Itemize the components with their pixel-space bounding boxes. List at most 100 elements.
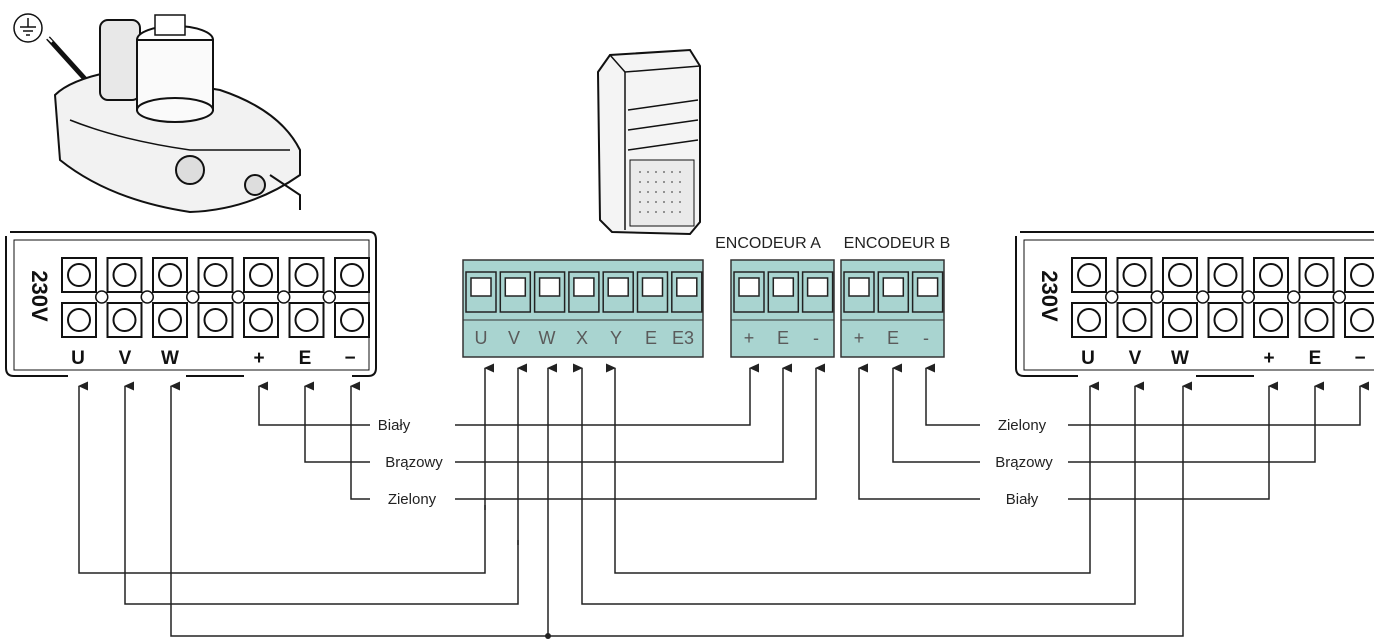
bridge-hole: [1105, 290, 1119, 304]
encoder-b-e: E: [887, 328, 899, 348]
encoder-a-strip: ENCODEUR A + E -: [715, 235, 835, 358]
screw-head: [294, 308, 319, 332]
screw-head: [67, 263, 91, 287]
board-terminal-u: U: [475, 328, 488, 348]
bridge-hole: [1332, 290, 1346, 304]
screw-head: [203, 308, 228, 332]
board-terminal-v: V: [508, 328, 520, 348]
board-terminal-x: X: [576, 328, 588, 348]
wire-left-u: [79, 386, 486, 574]
motor-left-voltage: 230V: [27, 270, 52, 322]
ground-icon: [20, 18, 36, 36]
motor-right-terminal-labels: U V W + E −: [1081, 348, 1365, 369]
board-motor-sockets: [465, 271, 703, 313]
bridge-hole: [95, 290, 109, 304]
board-terminal-e3: E3: [672, 328, 694, 348]
screw-head: [158, 308, 182, 332]
encoder-b-minus: -: [923, 328, 929, 348]
terminal-screw: [504, 277, 527, 297]
wire-enc-a-plus-motor: [259, 386, 370, 426]
bridge-hole: [1241, 290, 1255, 304]
wire-right-v: [582, 368, 1135, 605]
screw-head: [1122, 308, 1147, 332]
wire-enc-b-plus: [859, 368, 980, 500]
screw-head: [294, 263, 319, 287]
wire-enc-b-minus: [926, 368, 980, 426]
encoder-b-sockets: [843, 271, 944, 313]
board-motor-terminal-strip: U V W X Y E E3: [462, 259, 704, 358]
wire-label-bialy-right: Biały: [1006, 491, 1039, 508]
board-terminal-e: E: [645, 328, 657, 348]
wire-enc-a-minus: [455, 368, 816, 500]
terminal-screw: [848, 277, 870, 297]
wire-enc-b-e: [893, 368, 980, 463]
screw-head: [1213, 263, 1238, 287]
motor-left-screws: [61, 257, 370, 338]
wire-enc-b-minus-motor: [1068, 386, 1360, 426]
bridge-hole: [231, 290, 245, 304]
motor-left-terminal-labels: U V W + E −: [71, 348, 355, 369]
wire-label-bialy-left: Biały: [378, 417, 411, 434]
encoder-b-title: ENCODEUR B: [844, 235, 951, 252]
screw-head: [249, 263, 273, 287]
wire-label-zielony-right: Zielony: [998, 417, 1047, 434]
wire-right-w: [548, 386, 1183, 637]
screw-head: [340, 263, 364, 287]
screw-head: [1259, 308, 1283, 332]
bridge-hole: [322, 290, 336, 304]
bridge-hole: [186, 290, 200, 304]
board-terminal-w: W: [539, 328, 556, 348]
motor-right-terminal-minus: −: [1354, 348, 1365, 369]
wire-enc-a-plus: [455, 368, 750, 426]
encoder-b-plus: +: [854, 328, 865, 348]
bridge-hole: [1287, 290, 1301, 304]
motor-right-voltage: 230V: [1037, 270, 1062, 322]
control-box-illustration: [596, 48, 701, 236]
motor-right-terminal-u: U: [1081, 348, 1095, 369]
motor-left-terminal-v: V: [119, 348, 132, 369]
board-terminal-y: Y: [610, 328, 622, 348]
wire-enc-a-e: [455, 368, 783, 463]
encoder-a-minus: -: [813, 328, 819, 348]
screw-head: [1304, 263, 1329, 287]
motor-left-terminal-minus: −: [344, 348, 355, 369]
bridge-hole: [1150, 290, 1164, 304]
wire-label-zielony-left: Zielony: [388, 491, 437, 508]
wire-label-brazowy-right: Brązowy: [995, 454, 1053, 471]
terminal-screw: [470, 277, 492, 297]
wire-left-v: [125, 386, 519, 605]
wire-enc-b-plus-motor: [1068, 386, 1269, 500]
screw-head: [1168, 263, 1192, 287]
terminal-screw: [573, 277, 595, 297]
terminal-screw: [882, 277, 905, 297]
wire-enc-a-e-motor: [305, 386, 370, 463]
terminal-screw: [916, 277, 939, 297]
ground-icon: [1082, 18, 1098, 35]
wire-enc-a-minus-motor: [351, 386, 370, 500]
screw-head: [1350, 308, 1374, 332]
terminal-screw: [641, 277, 664, 297]
motor-right-illustration: [1076, 14, 1362, 212]
motor-left-terminal-u: U: [71, 348, 85, 369]
motor-right-screws: [1071, 257, 1374, 338]
encoder-b-strip: ENCODEUR B + E -: [840, 235, 951, 358]
screw-head: [340, 308, 364, 332]
wire-labels-left: Biały Brązowy Zielony: [378, 417, 444, 508]
encoder-a-title: ENCODEUR A: [715, 235, 821, 252]
motor-right-terminal-plus: +: [1263, 348, 1274, 369]
terminal-screw: [772, 277, 795, 297]
screw-head: [158, 263, 182, 287]
wiring: [79, 368, 1360, 639]
motor-left-terminal-w: W: [161, 348, 179, 369]
terminal-screw: [806, 277, 829, 297]
screw-head: [1077, 308, 1101, 332]
bridge-hole: [1196, 290, 1210, 304]
motor-right-terminal-w: W: [1171, 348, 1189, 369]
wire-labels-right: Zielony Brązowy Biały: [995, 417, 1053, 508]
screw-head: [112, 263, 137, 287]
screw-head: [112, 308, 137, 332]
encoder-a-plus: +: [744, 328, 755, 348]
wire-enc-b-e-motor: [1068, 386, 1315, 463]
screw-head: [67, 308, 91, 332]
screw-head: [203, 263, 228, 287]
